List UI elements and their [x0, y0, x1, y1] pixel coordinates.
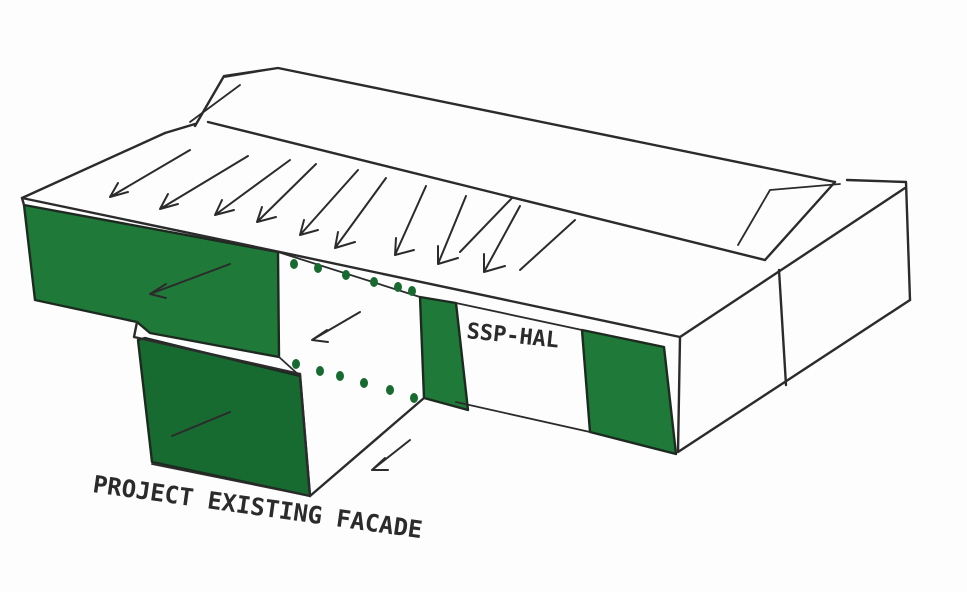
hall-label: SSP-HAL: [465, 319, 560, 354]
facade-panel-upper-left: [24, 205, 279, 357]
existing-facade-panels: [24, 205, 676, 496]
facade-panel-right: [582, 330, 676, 454]
projection-dots: [290, 259, 418, 403]
facade-panel-center-strip: [420, 297, 468, 410]
